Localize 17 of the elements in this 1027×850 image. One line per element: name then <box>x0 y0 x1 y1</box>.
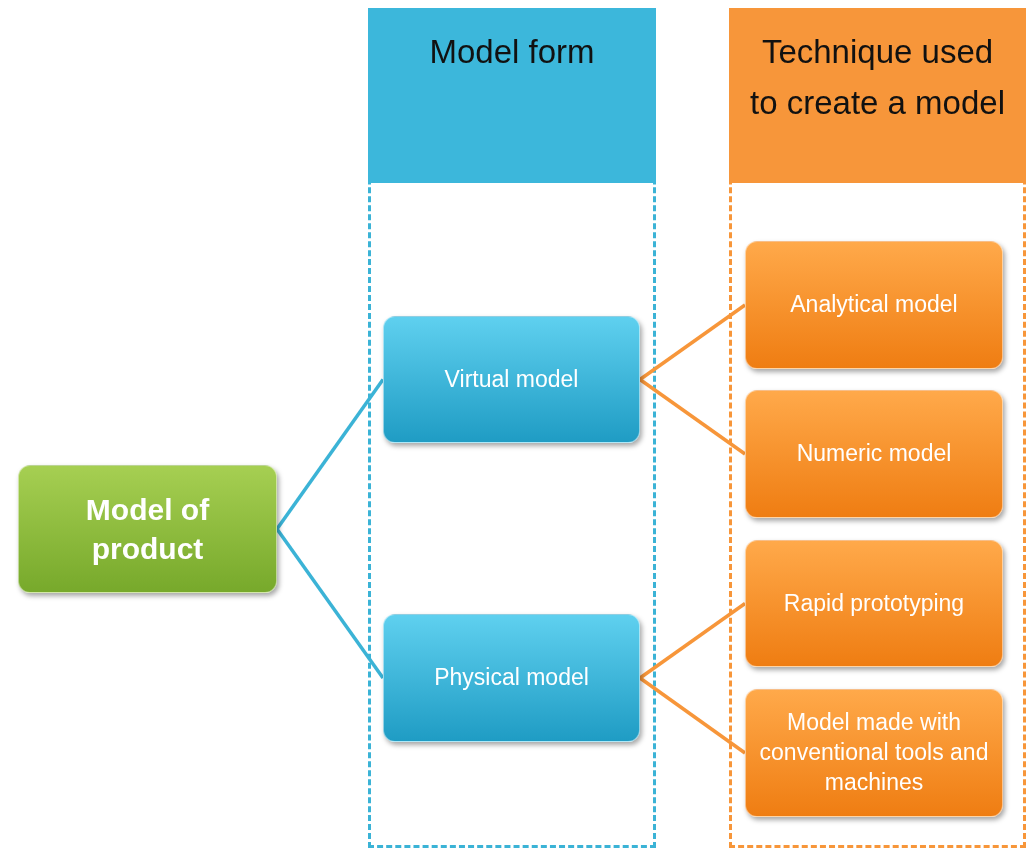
rounded-box: Analytical model <box>745 241 1003 369</box>
column-heading: Model form <box>368 8 656 183</box>
rounded-box: Rapid prototyping <box>745 540 1003 667</box>
connector-line <box>639 676 746 755</box>
column-heading: Technique used to create a model <box>729 8 1026 183</box>
rounded-box: Virtual model <box>383 316 640 443</box>
connector-line <box>275 528 385 679</box>
dashed-column-panel <box>729 8 1026 848</box>
rounded-box: Model of product <box>18 465 277 593</box>
rounded-box: Numeric model <box>745 390 1003 518</box>
connector-line <box>639 378 746 456</box>
connector-line <box>639 303 746 381</box>
rounded-box: Model made with conventional tools and machines <box>745 689 1003 817</box>
rounded-box: Physical model <box>383 614 640 742</box>
connector-line <box>275 378 385 530</box>
dashed-column-panel <box>368 8 656 848</box>
connector-line <box>639 602 746 680</box>
